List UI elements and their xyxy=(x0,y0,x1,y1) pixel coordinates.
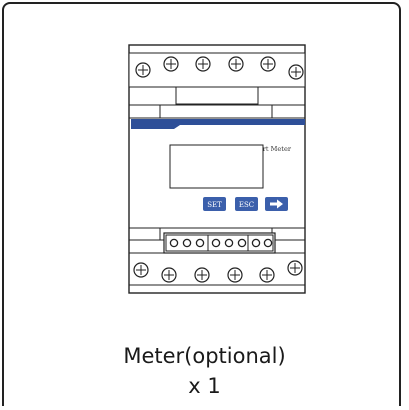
screw-icon xyxy=(195,56,211,72)
smart-meter-illustration: Three-Phase Smart Meter SET ESC xyxy=(128,44,306,294)
top-terminal-block xyxy=(128,52,306,118)
screw-icon xyxy=(135,62,151,78)
screw-icon xyxy=(287,260,303,276)
terminal-holes xyxy=(169,238,273,248)
arrow-right-icon xyxy=(270,199,283,209)
svg-text:ESC: ESC xyxy=(239,201,254,209)
screw-icon xyxy=(163,56,179,72)
item-quantity: x 1 xyxy=(188,374,221,398)
front-panel: Three-Phase Smart Meter SET ESC xyxy=(129,117,305,211)
screw-icon xyxy=(259,267,275,283)
set-button[interactable]: SET xyxy=(203,197,226,211)
item-name: Meter(optional) xyxy=(123,344,286,368)
esc-button[interactable]: ESC xyxy=(235,197,258,211)
svg-text:SET: SET xyxy=(207,201,222,209)
screw-icon xyxy=(228,56,244,72)
screw-icon xyxy=(161,267,177,283)
lcd-display xyxy=(169,144,264,189)
screw-icon xyxy=(194,267,210,283)
screw-icon xyxy=(133,262,149,278)
bottom-terminal-block xyxy=(129,227,305,286)
screw-icon xyxy=(260,56,276,72)
screw-icon xyxy=(227,267,243,283)
accent-stripe xyxy=(131,119,305,129)
enter-button[interactable] xyxy=(265,197,288,211)
screw-icon xyxy=(288,64,304,80)
